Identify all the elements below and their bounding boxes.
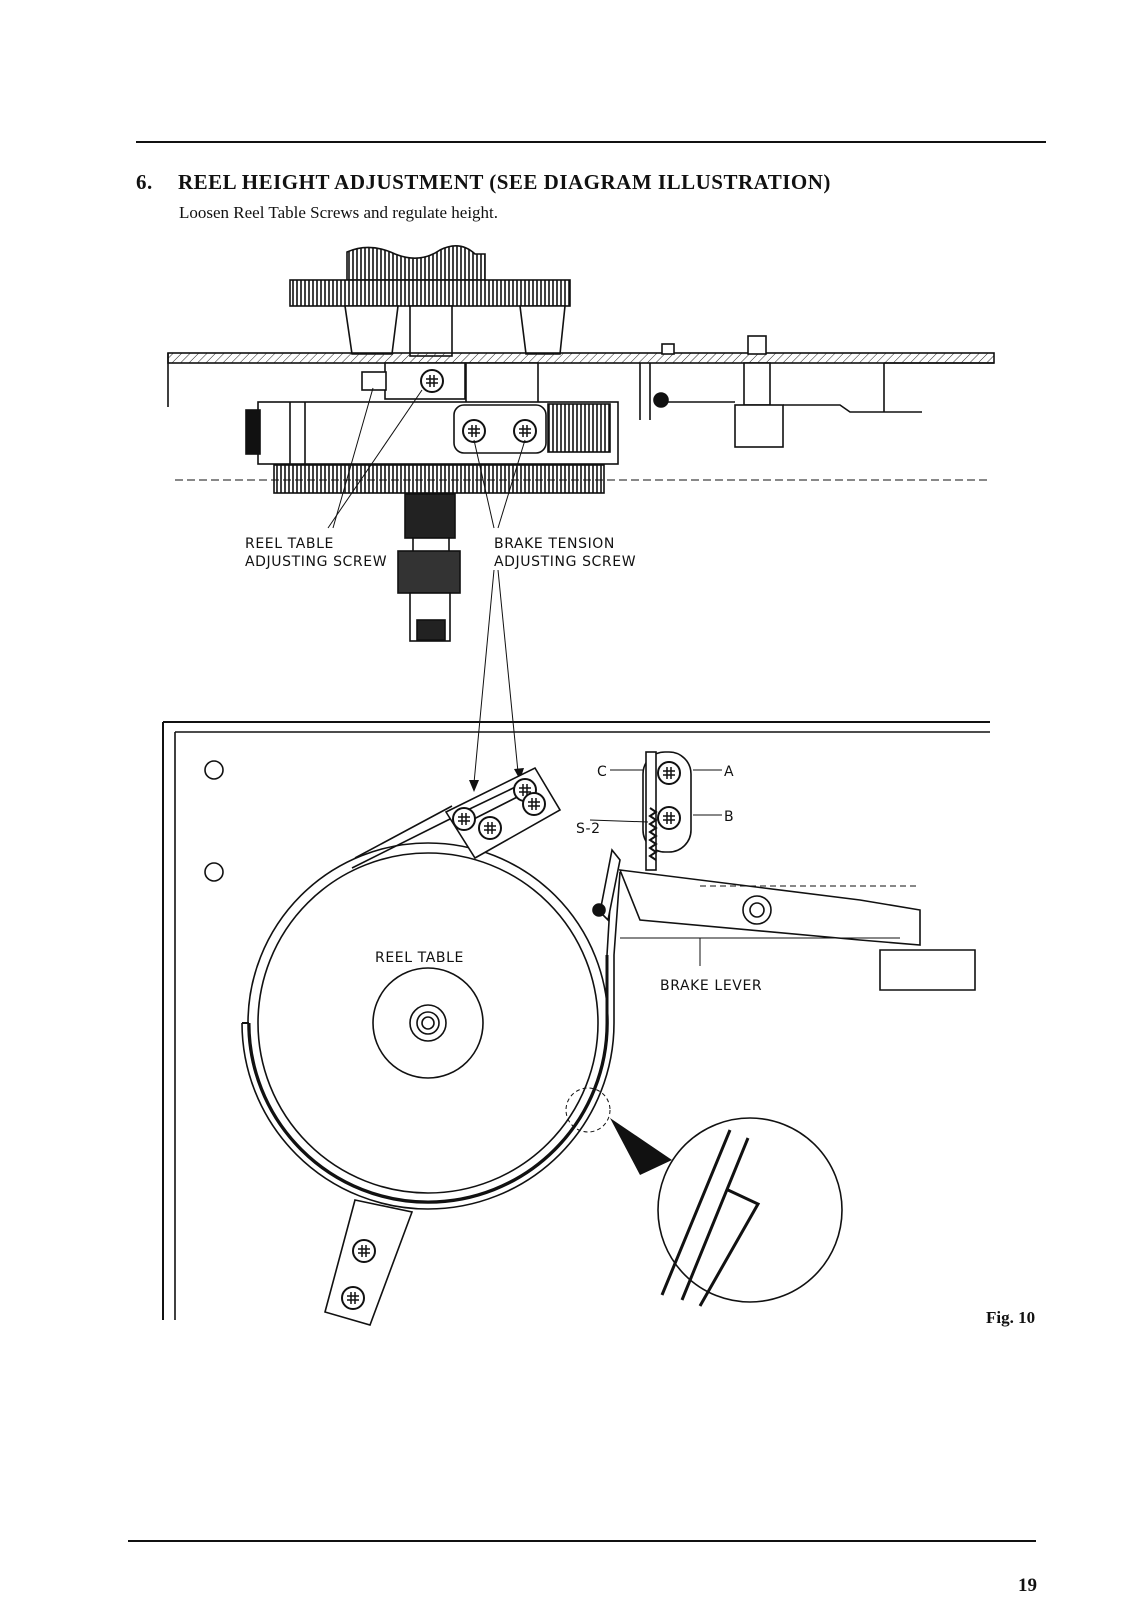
label-reel-table-adj-1: REEL TABLE [245, 536, 334, 552]
plan-view [162, 721, 990, 1326]
label-point-c: C [597, 764, 607, 780]
section-title: REEL HEIGHT ADJUSTMENT (SEE DIAGRAM ILLU… [178, 170, 831, 194]
label-reel-table-adj-2: ADJUSTING SCREW [245, 554, 387, 570]
label-brake-lever: BRAKE LEVER [660, 978, 762, 994]
label-spring-s2: S-2 [576, 821, 601, 837]
label-point-a: A [724, 764, 734, 780]
section-heading: 6. REEL HEIGHT ADJUSTMENT (SEE DIAGRAM IL… [136, 170, 831, 195]
detail-arrow-icon [610, 1118, 672, 1175]
leader-lines-top [327, 387, 526, 784]
page-number: 19 [1018, 1575, 1037, 1596]
section-number: 6. [136, 170, 153, 194]
bottom-rule [128, 1540, 1036, 1542]
label-brake-tension-1: BRAKE TENSION [494, 536, 615, 552]
figure-caption: Fig. 10 [986, 1308, 1036, 1327]
label-point-b: B [724, 809, 734, 825]
side-view [167, 245, 995, 642]
top-rule [136, 141, 1046, 143]
label-reel-table: REEL TABLE [375, 950, 464, 966]
section-instruction: Loosen Reel Table Screws and regulate he… [179, 203, 499, 222]
label-brake-tension-2: ADJUSTING SCREW [494, 554, 636, 570]
